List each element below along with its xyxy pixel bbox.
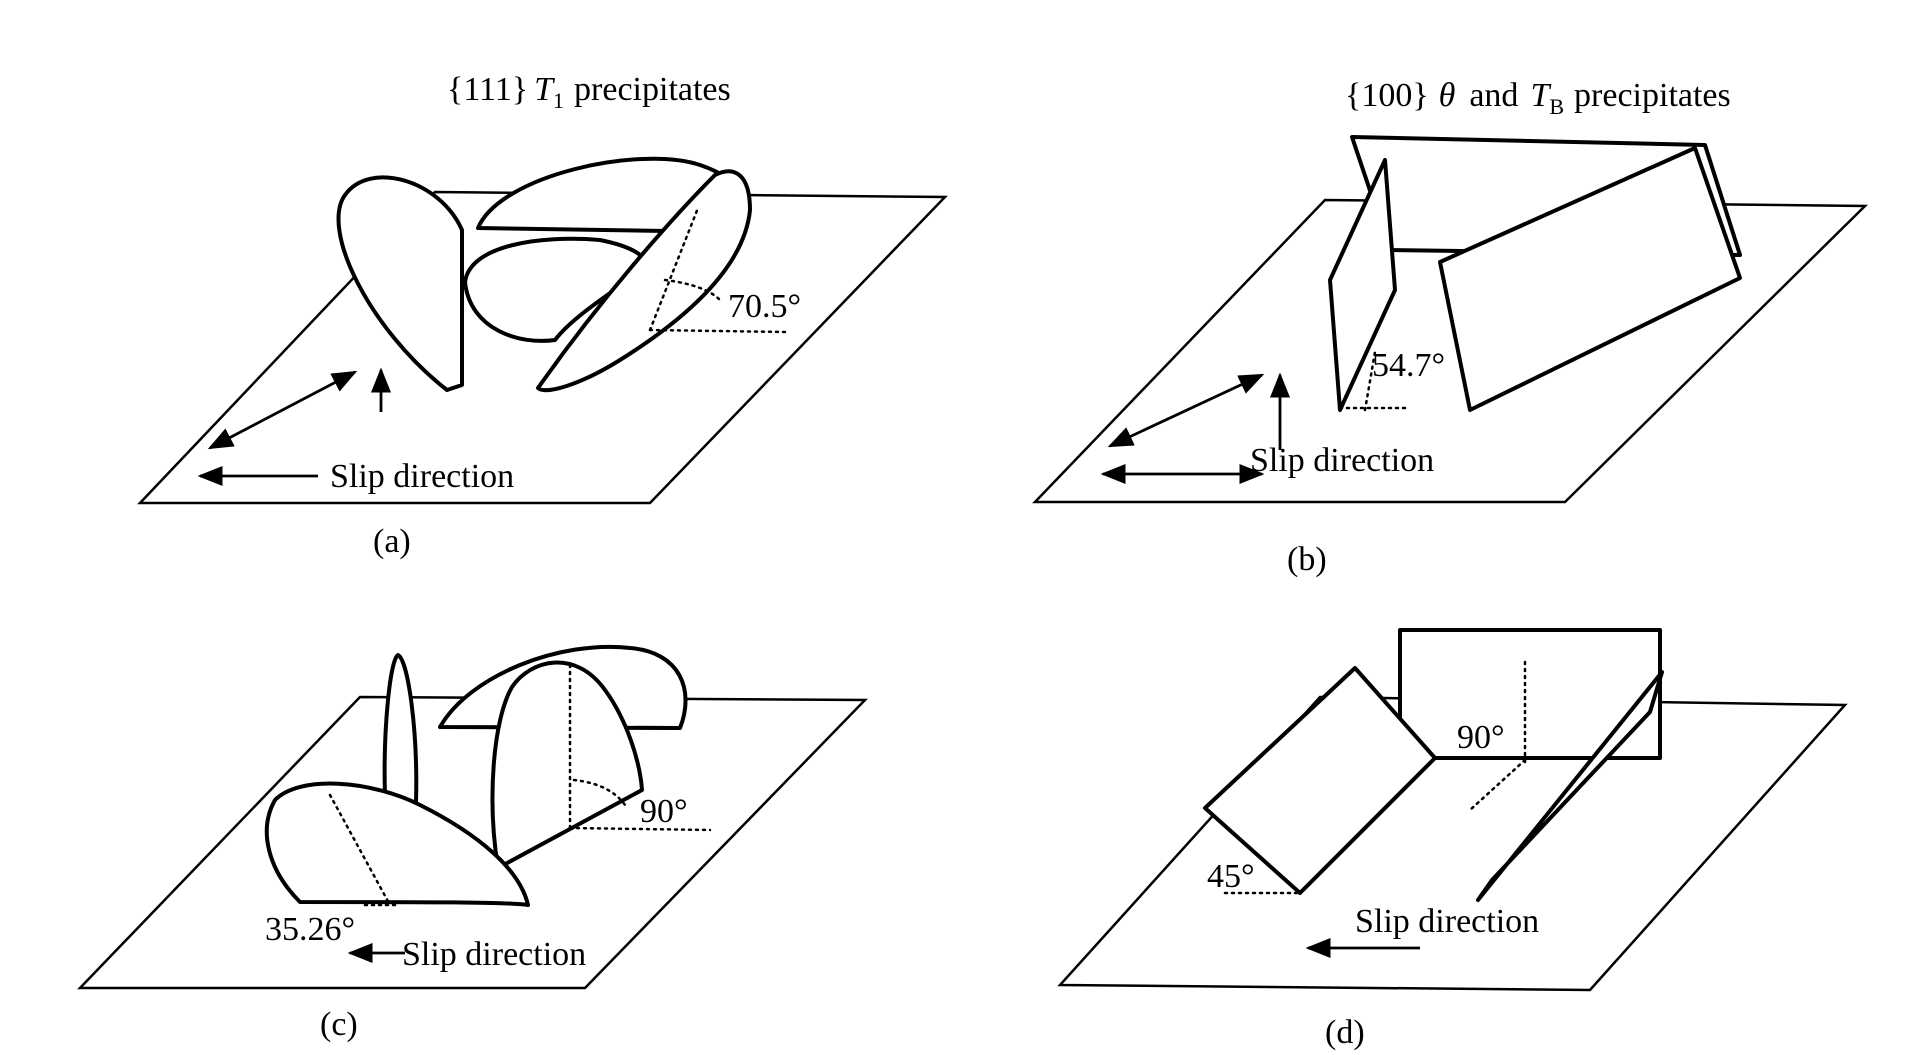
panel-d: 90° 45° Slip direction (d) [1057,628,1848,1051]
panel-d-label: (d) [1325,1014,1365,1051]
panel-c-angle-bottom-label: 35.26° [265,911,355,948]
panel-d-dotted-guide [1468,758,1527,812]
panel-a-angle-arc [663,278,722,302]
panel-c-dotted-guide [328,793,392,907]
panel-c: 90° 35.26° Slip direction (c) [77,644,868,1043]
panel-c-precipitate-thin [382,653,419,810]
panel-a-slip-plane [137,190,948,505]
panel-b-label: (b) [1287,541,1327,578]
panel-b-arrow-diagonal [1107,373,1265,448]
panel-a-arrow-diagonal [207,370,358,450]
panel-a-precipitate-right [536,169,752,393]
panel-b-angle-label: 54.7° [1372,347,1445,384]
panel-d-angle-bottom-label: 45° [1207,858,1255,895]
panel-c-angle-top-label: 90° [640,793,688,830]
panel-c-dotted-guide [568,826,712,832]
panel-b-precipitate-right [1438,146,1742,412]
panel-a-dotted-guide [648,328,787,334]
panel-a-label: (a) [373,523,411,560]
panel-a-dotted-guide [648,206,700,332]
panel-b-dotted-guide [1363,350,1377,412]
panel-c-slip-plane [77,695,868,990]
panel-d-precipitate-left [1203,666,1437,895]
panel-c-slip-label: Slip direction [402,936,586,973]
panel-a-precipitate-left [336,175,464,392]
panel-b-precipitate-left [1328,158,1397,412]
panel-c-precipitate-vertical [490,660,644,870]
panel-c-precipitate-front [264,781,530,907]
panel-a-angle-label: 70.5° [728,288,801,325]
panel-d-slip-label: Slip direction [1355,903,1539,940]
panel-d-precipitate-back [1398,628,1662,760]
panel-b-slip-label: Slip direction [1250,442,1434,479]
panel-d-angle-top-label: 90° [1457,719,1505,756]
panel-d-precipitate-right [1476,670,1664,902]
panel-b-slip-plane [1032,198,1869,504]
panel-a-slip-label: Slip direction [330,458,514,495]
panel-c-label: (c) [320,1006,358,1043]
